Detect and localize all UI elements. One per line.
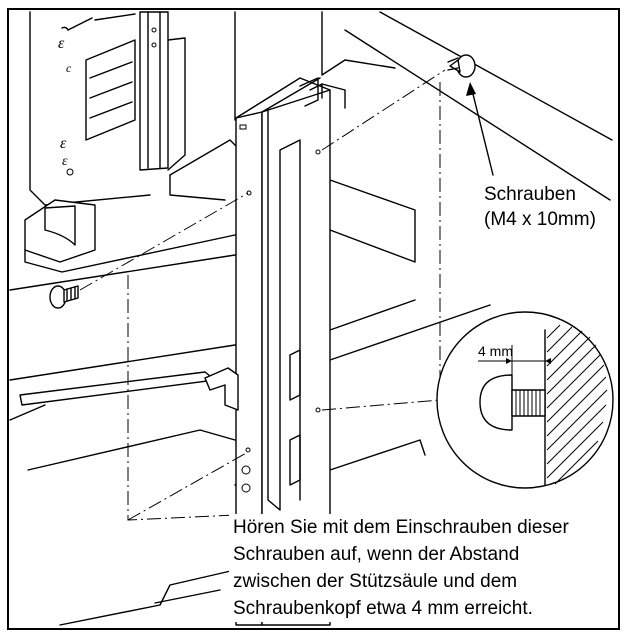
base-tray <box>9 179 491 626</box>
screw-top <box>447 54 476 78</box>
screw-leader-arrow <box>466 82 494 176</box>
screw-callout-line2: (M4 x 10mm) <box>484 209 596 230</box>
svg-text:c: c <box>66 61 72 75</box>
screw-callout-line1: Schrauben <box>484 184 576 205</box>
screw-left <box>49 285 79 309</box>
instruction-line2: Schrauben auf, wenn der Abstand <box>233 544 520 565</box>
support-column <box>204 77 346 626</box>
svg-text:ε: ε <box>60 135 67 152</box>
guide-lines <box>79 69 446 521</box>
detail-magnifier <box>436 311 614 489</box>
gap-dimension-label: 4 mm <box>478 343 513 359</box>
instruction-text: Hören Sie mit dem Einschrauben dieser Sc… <box>229 514 573 622</box>
instruction-line4: Schraubenkopf etwa 4 mm erreicht. <box>233 598 533 619</box>
svg-text:ε: ε <box>58 35 65 52</box>
screw-callout: Schrauben (M4 x 10mm) <box>484 182 596 232</box>
diagram-frame <box>7 8 620 630</box>
instruction-line3: zwischen der Stützsäule und dem <box>233 571 518 592</box>
svg-text:ε: ε <box>62 154 68 169</box>
instruction-line1: Hören Sie mit dem Einschrauben dieser <box>233 517 569 538</box>
